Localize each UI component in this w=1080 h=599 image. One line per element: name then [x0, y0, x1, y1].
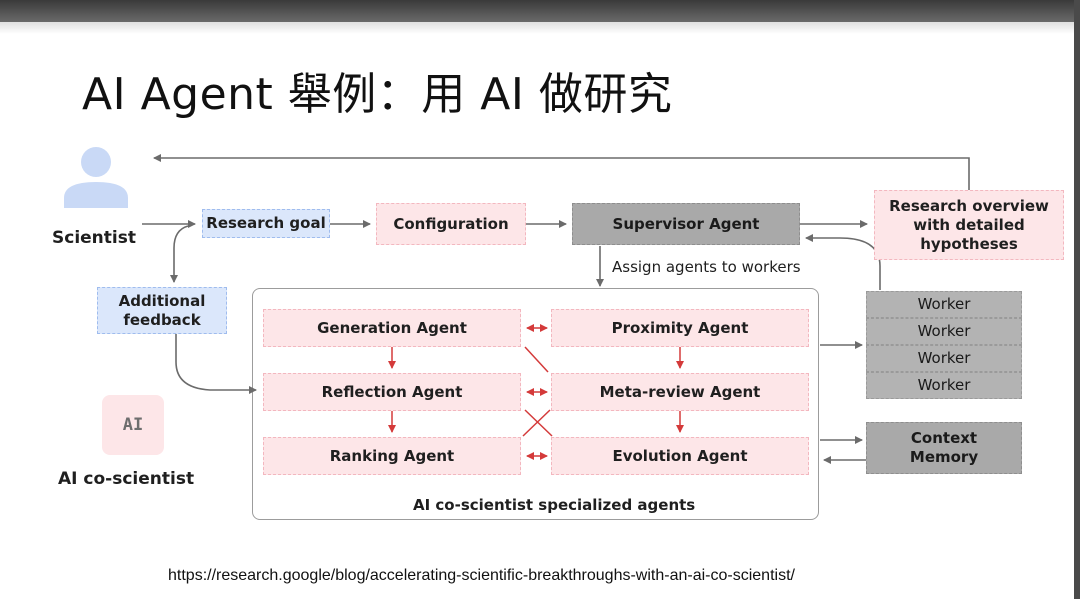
top-bar-shadow	[0, 22, 1080, 34]
additional-feedback-box: Additional feedback	[97, 287, 227, 334]
feedback-to-reflection-arrow	[175, 334, 257, 394]
supervisor-agent-box: Supervisor Agent	[572, 203, 800, 245]
ranking-to-metareview-diagonal	[522, 409, 551, 437]
person-icon	[64, 147, 128, 208]
generation-agent-box: Generation Agent	[263, 309, 521, 347]
source-url: https://research.google/blog/acceleratin…	[168, 567, 795, 584]
proximity-agent-box: Proximity Agent	[551, 309, 809, 347]
worker-box: Worker	[866, 318, 1022, 345]
worker-box: Worker	[866, 291, 1022, 318]
context-memory-box: Context Memory	[866, 422, 1022, 474]
research-goal-box: Research goal	[202, 209, 330, 238]
research-overview-box: Research overview with detailed hypothes…	[874, 190, 1064, 260]
ranking-agent-box: Ranking Agent	[263, 437, 521, 475]
reflection-to-proximity-diagonal	[524, 346, 549, 373]
worker-box: Worker	[866, 345, 1022, 372]
scientist-to-feedback-arrow	[170, 225, 189, 283]
scientist-label: Scientist	[52, 228, 136, 248]
overview-to-scientist-arrow	[153, 154, 970, 190]
window-top-bar	[0, 0, 1080, 22]
ai-co-scientist-label: AI co-scientist	[58, 469, 195, 489]
container-label: AI co-scientist specialized agents	[413, 496, 696, 514]
worker-box: Worker	[866, 372, 1022, 399]
reflection-agent-box: Reflection Agent	[263, 373, 521, 411]
workers-to-supervisor-arrow	[805, 234, 881, 290]
slide-title: AI Agent 舉例：用 AI 做研究	[82, 69, 673, 120]
metareview-to-ranking-diagonal	[524, 409, 553, 437]
configuration-box: Configuration	[376, 203, 526, 245]
meta-review-agent-box: Meta-review Agent	[551, 373, 809, 411]
assign-agents-label: Assign agents to workers	[612, 258, 801, 276]
evolution-agent-box: Evolution Agent	[551, 437, 809, 475]
ai-logo: AI	[102, 395, 164, 455]
window-right-edge	[1074, 0, 1080, 599]
